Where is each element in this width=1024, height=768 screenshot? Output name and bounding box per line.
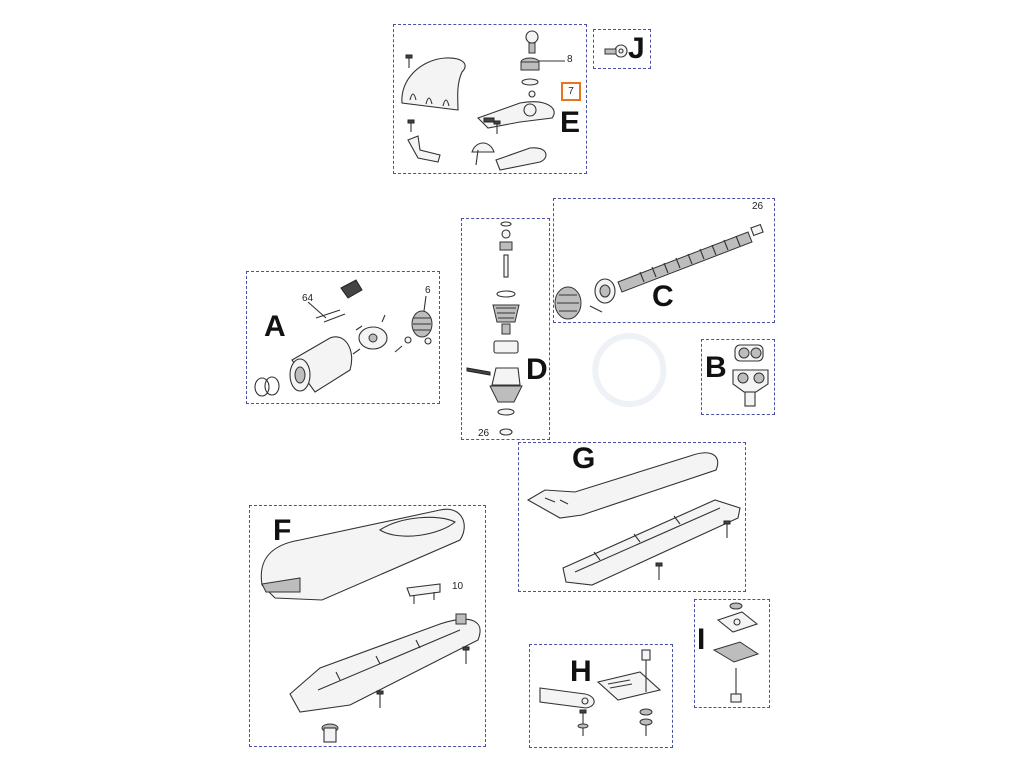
group-f-frame — [249, 505, 486, 747]
group-label-i: I — [697, 623, 706, 656]
group-label-e: E — [560, 106, 581, 139]
callout-26-c: 26 — [752, 201, 764, 212]
callout-64: 64 — [302, 293, 314, 304]
group-label-d: D — [526, 353, 548, 386]
callout-8: 8 — [567, 54, 573, 65]
callout-26-d: 26 — [478, 428, 490, 439]
callout-7-highlight: 7 — [561, 82, 581, 101]
group-h-frame — [529, 644, 673, 748]
group-label-f: F — [273, 514, 292, 547]
group-j-frame — [593, 29, 651, 69]
callout-10: 10 — [452, 581, 464, 592]
group-d-frame — [461, 218, 550, 440]
callout-6: 6 — [425, 285, 431, 296]
group-i-frame — [694, 599, 770, 708]
group-c-frame — [553, 198, 775, 323]
group-label-a: A — [264, 310, 286, 343]
group-label-c: C — [652, 280, 674, 313]
group-label-h: H — [570, 655, 592, 688]
group-label-g: G — [572, 442, 596, 475]
group-g-frame — [518, 442, 746, 592]
group-label-b: B — [705, 351, 727, 384]
group-label-j: J — [628, 32, 645, 65]
group-e-frame — [393, 24, 587, 174]
group-a-frame — [246, 271, 440, 404]
group-b-frame — [701, 339, 775, 415]
